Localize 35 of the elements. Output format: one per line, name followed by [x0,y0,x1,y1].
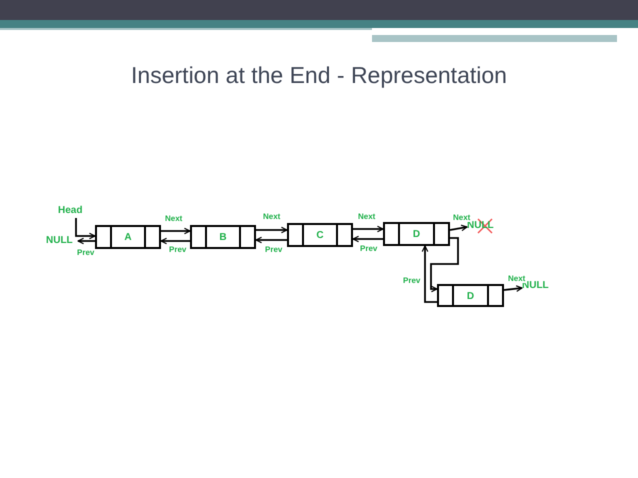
node-label: NULL [46,236,73,246]
arrow [161,228,191,234]
list-node-box [95,225,161,249]
arrow [504,285,523,292]
node-value: C [315,231,325,241]
arrow [77,238,95,244]
arrow [430,237,459,292]
edge-label: Next [262,213,282,221]
arrow [255,236,287,244]
arrow [353,226,384,232]
arrow [160,238,190,244]
edge-label: Next [452,214,472,222]
edge-label: Next [357,213,376,221]
node-value: B [218,233,228,243]
arrow [352,236,383,242]
edge-label: Prev [359,245,378,253]
node-value: D [466,292,476,302]
edge-label: Next [507,275,526,283]
node-label: Head [58,206,82,216]
list-node-box [437,284,504,307]
edge-label: Prev [76,249,96,257]
arrow [256,226,288,234]
edge-label: Prev [168,246,188,254]
slide-title: Insertion at the End - Representation [130,62,508,89]
list-node-box [190,225,256,249]
arrow [422,245,437,303]
edge-label: Prev [402,277,422,285]
list-node-box [287,223,353,247]
arrow [450,224,468,232]
node-value: A [123,233,133,243]
arrow [75,218,96,240]
node-value: D [412,230,422,240]
list-node-box [383,222,450,246]
edge-label: Next [164,215,184,223]
edge-label: Prev [264,246,284,254]
